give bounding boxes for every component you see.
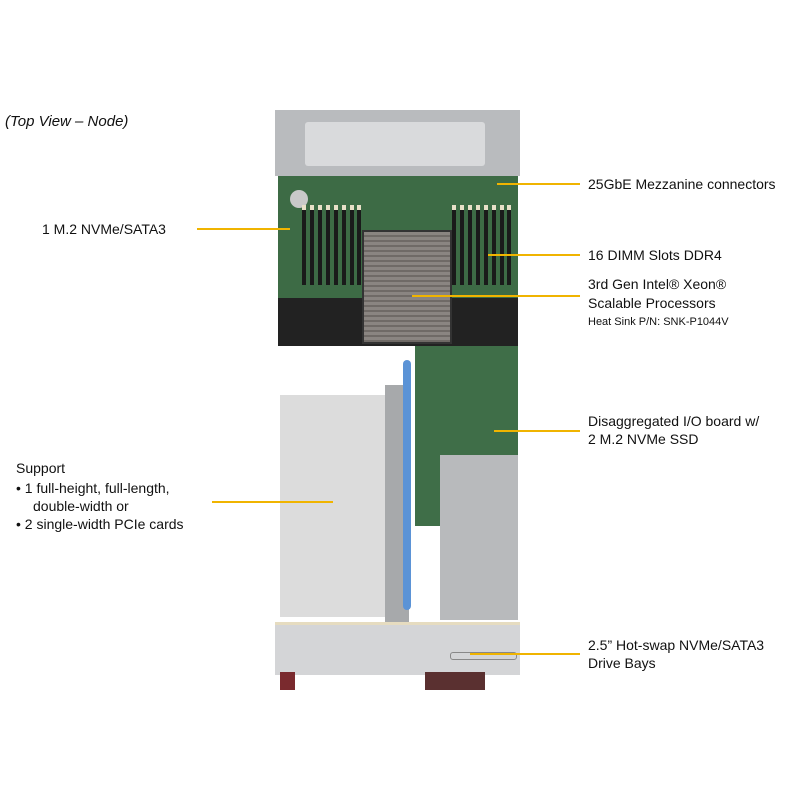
callout-line-m2 — [197, 228, 290, 230]
callout-line-drive-bays — [470, 653, 580, 655]
pcie-riser-area — [280, 395, 385, 617]
label-drive-line1: 2.5” Hot-swap NVMe/SATA3 — [588, 637, 765, 653]
callout-line-pcie — [212, 501, 333, 503]
release-tab — [425, 672, 485, 690]
label-cpu-line2: Scalable Processors — [588, 295, 716, 311]
label-io-line2: 2 M.2 NVMe SSD — [588, 431, 699, 447]
callout-line-cpu — [412, 295, 580, 297]
release-tab — [280, 672, 295, 690]
label-mezzanine: 25GbE Mezzanine connectors — [588, 176, 776, 192]
server-node-image — [275, 110, 520, 690]
label-dimm: 16 DIMM Slots DDR4 — [588, 247, 722, 263]
dimm-slots-left — [300, 205, 361, 285]
callout-line-dimm — [488, 254, 580, 256]
callout-line-io-board — [494, 430, 580, 432]
label-io-line1: Disaggregated I/O board w/ — [588, 413, 760, 429]
label-drive-line2: Drive Bays — [588, 655, 656, 671]
top-cover — [275, 110, 520, 176]
front-panel — [275, 622, 520, 675]
label-support-line3: • 2 single-width PCIe cards — [16, 516, 184, 532]
heat-sink — [362, 230, 452, 344]
callout-line-mezzanine — [497, 183, 580, 185]
sata-cable — [403, 360, 411, 610]
drive-cage — [440, 455, 518, 620]
view-caption: (Top View – Node) — [5, 113, 129, 130]
label-support-line2: double-width or — [33, 498, 129, 514]
label-cpu-line1: 3rd Gen Intel® Xeon® — [588, 276, 727, 292]
label-m2: 1 M.2 NVMe/SATA3 — [42, 221, 166, 237]
label-support-line1: • 1 full-height, full-length, — [16, 480, 170, 496]
battery — [290, 190, 308, 208]
label-heatsink-pn: Heat Sink P/N: SNK-P1044V — [588, 316, 729, 328]
dimm-slots-right — [450, 205, 511, 285]
label-support-title: Support — [16, 460, 66, 476]
drive-handle — [450, 652, 517, 660]
